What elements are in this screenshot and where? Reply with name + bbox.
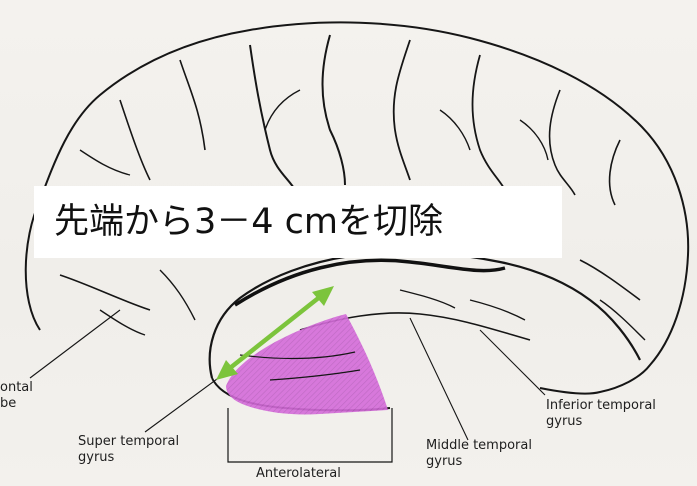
label-middle-temporal-1: Middle temporal xyxy=(426,438,532,454)
label-superior-temporal-2: gyrus xyxy=(78,450,114,466)
anterolateral-bracket xyxy=(228,408,392,462)
label-inferior-temporal-2: gyrus xyxy=(546,414,582,430)
label-frontal-1: ontal xyxy=(0,380,33,396)
label-middle-temporal-2: gyrus xyxy=(426,454,462,470)
label-anterolateral: Anterolateral xyxy=(256,466,341,482)
callout-text: 先端から3－4 cmを切除 xyxy=(54,196,443,248)
leader-middle xyxy=(410,318,468,440)
leader-inferior xyxy=(480,330,545,395)
label-inferior-temporal-1: Inferior temporal xyxy=(546,398,656,414)
sylvian-fissure xyxy=(235,260,505,305)
label-superior-temporal-1: Super temporal xyxy=(78,434,179,450)
resection-area xyxy=(226,314,388,415)
leader-frontal xyxy=(30,310,120,378)
label-frontal-2: be xyxy=(0,396,16,412)
